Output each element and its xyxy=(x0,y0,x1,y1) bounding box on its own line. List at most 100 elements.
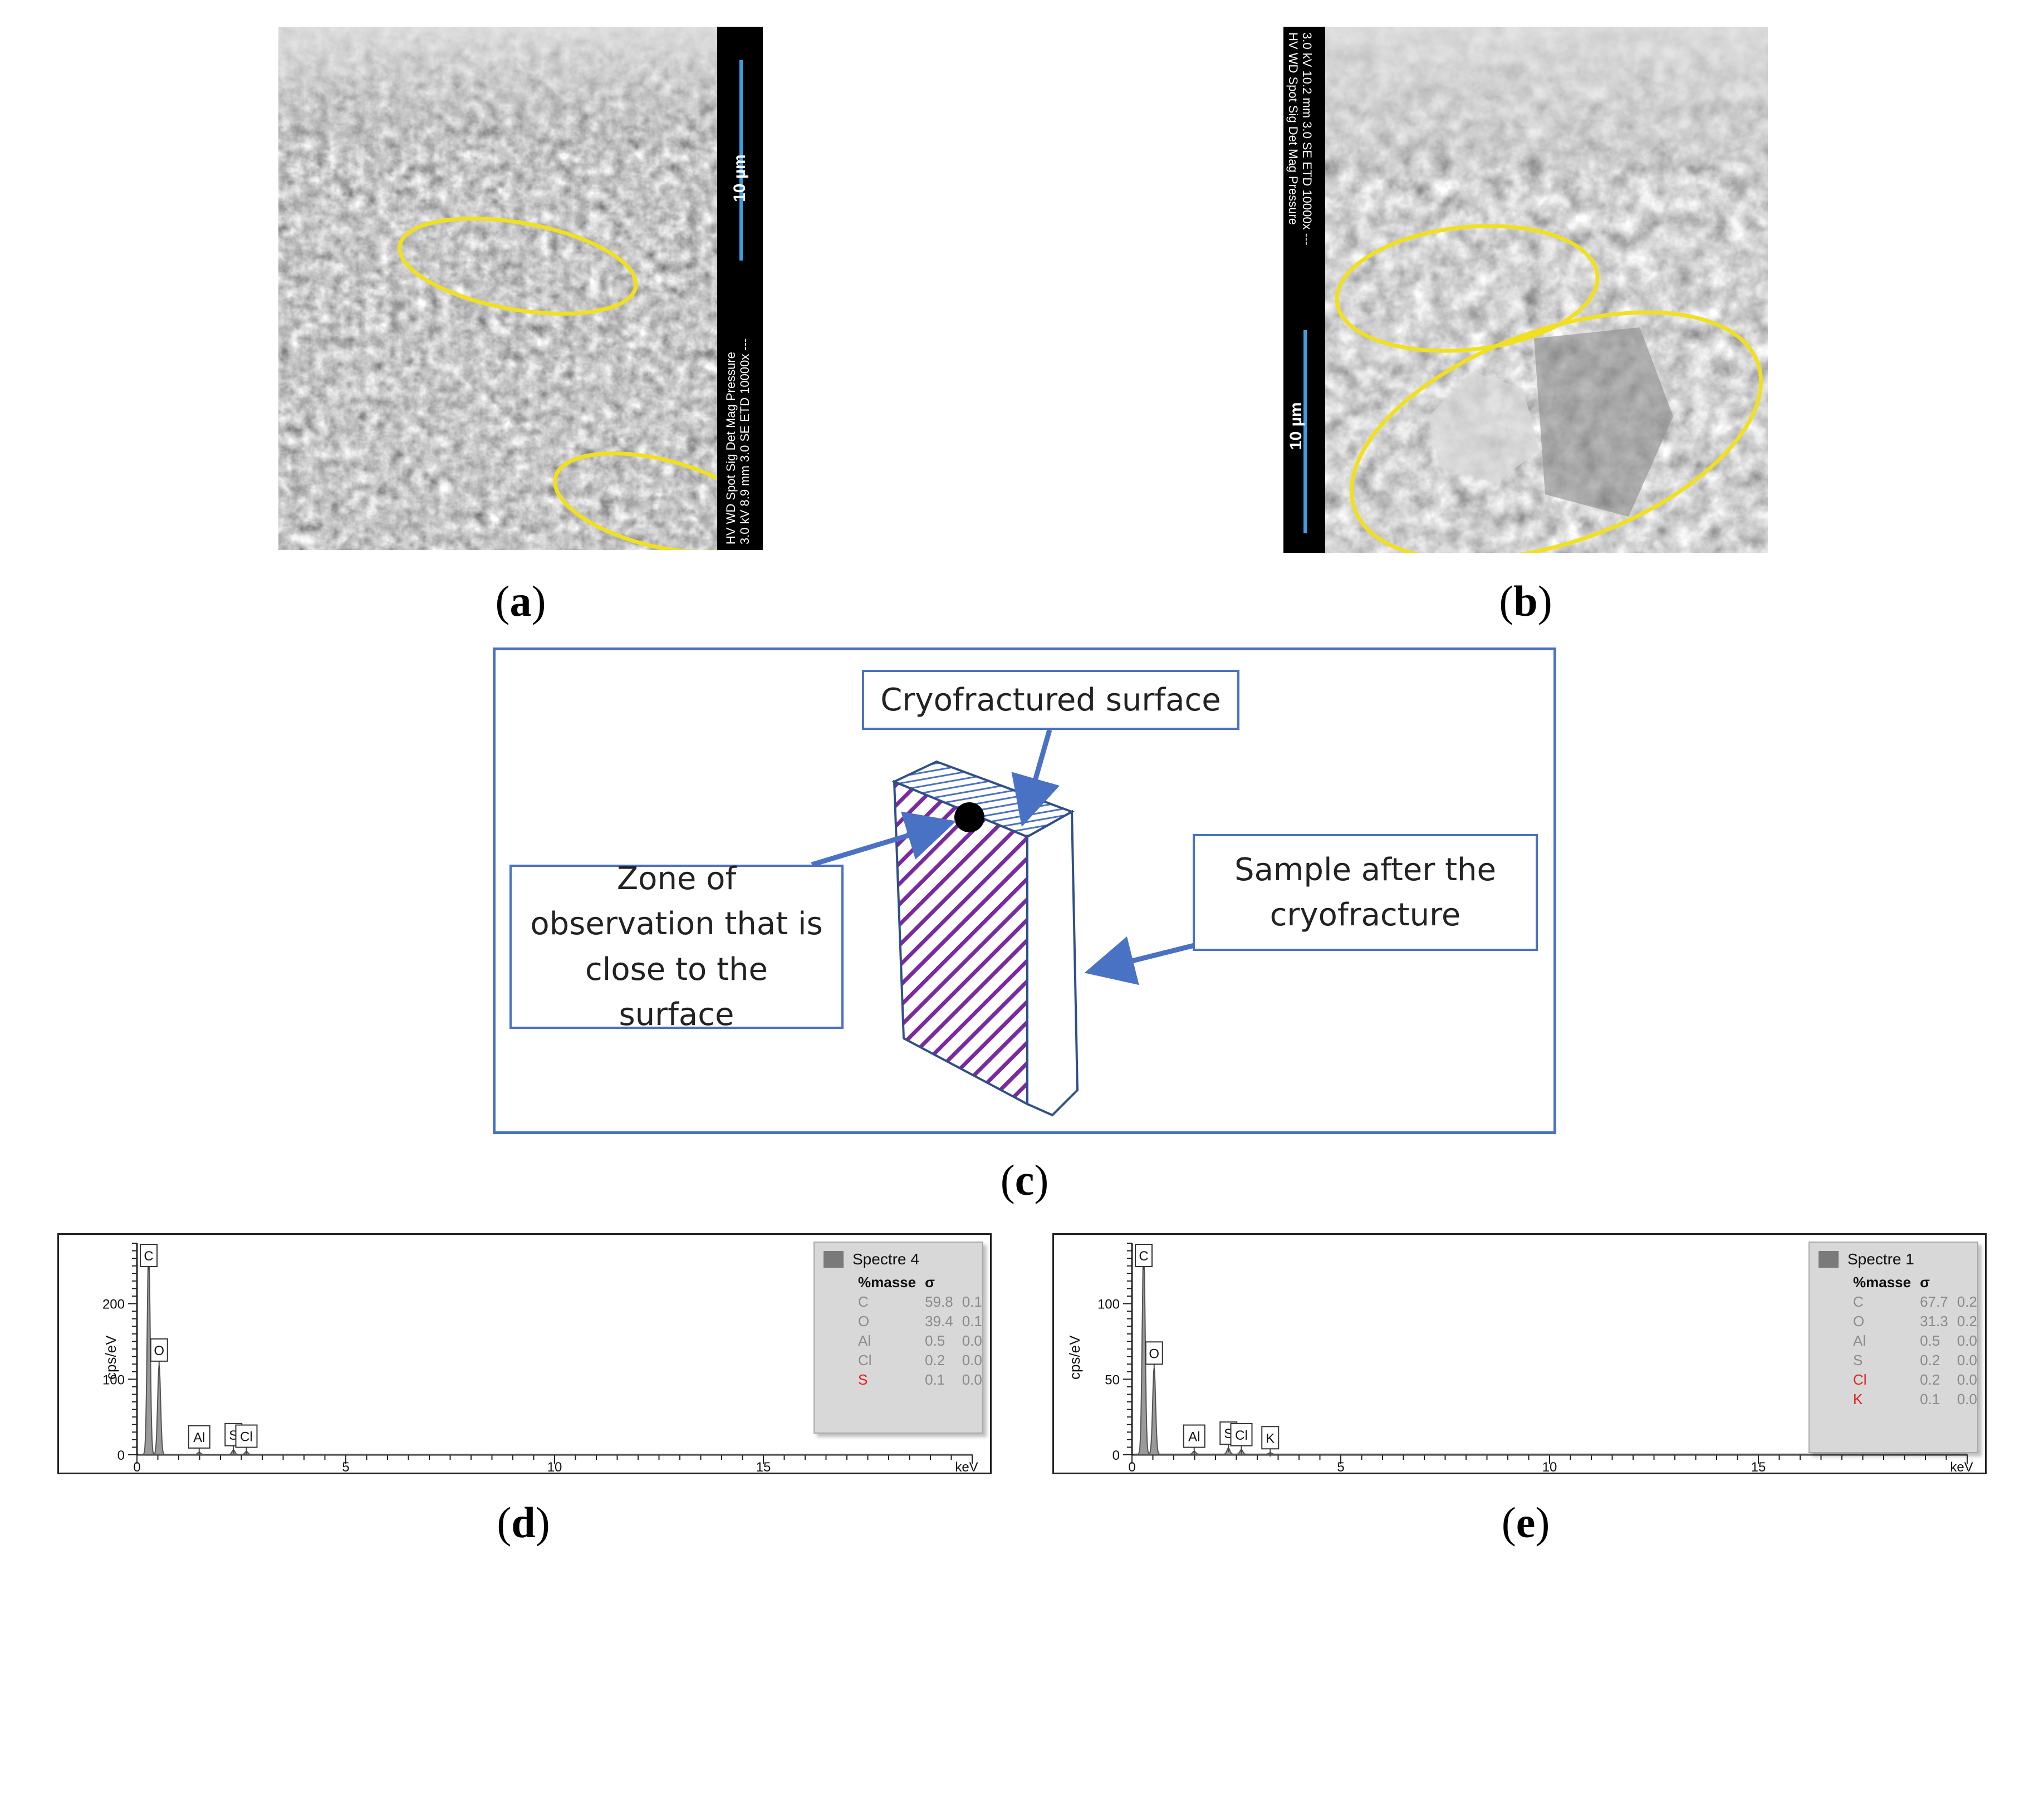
scale-label-a: 10 µm xyxy=(731,154,749,202)
legend-element: Al xyxy=(858,1332,871,1349)
y-axis-label-d: cps/eV xyxy=(102,1335,119,1380)
observation-zone-dot xyxy=(954,802,984,832)
caption-d: (d) xyxy=(497,1498,550,1547)
legend-element: S xyxy=(1853,1352,1863,1368)
caption-a: (a) xyxy=(495,577,546,625)
peak-label-box xyxy=(188,1425,210,1449)
sem-meta-a-1: HV WD Spot Sig Det Mag Pressure xyxy=(724,351,738,544)
label-observation-zone: Zone of observation that is close to the… xyxy=(509,861,844,1033)
header-masse: %masse xyxy=(1853,1274,1912,1291)
legend-mass: 39.4 xyxy=(925,1313,953,1330)
label-cryofractured-surface: Cryofractured surface xyxy=(862,670,1239,730)
legend-element: Cl xyxy=(1853,1371,1867,1388)
caption-b: (b) xyxy=(1499,577,1552,625)
caption-c: (c) xyxy=(1000,1156,1049,1204)
peak-label-text: C xyxy=(144,1249,153,1264)
x-tick-label: 15 xyxy=(756,1460,771,1473)
legend-element: S xyxy=(858,1371,868,1388)
legend-sigma: 0.0 xyxy=(1957,1371,1977,1388)
peak-label-box xyxy=(1183,1424,1205,1448)
sem-texture-b xyxy=(1283,27,1768,553)
legend-element: C xyxy=(1853,1293,1864,1310)
x-tick-label: 15 xyxy=(1751,1460,1766,1473)
peak-label-box xyxy=(150,1338,168,1362)
legend-swatch xyxy=(1819,1251,1839,1268)
y-tick-label: 0 xyxy=(117,1448,125,1463)
legend-element: O xyxy=(858,1313,870,1330)
arrow-to-surface xyxy=(1011,729,1060,827)
legend-mass: 59.8 xyxy=(925,1293,953,1310)
peak-label-text: O xyxy=(154,1343,164,1358)
y-tick-label: 100 xyxy=(1097,1297,1120,1312)
peak-label-cl: Cl xyxy=(235,1424,258,1455)
highlight-ellipse xyxy=(1335,224,1600,353)
scale-label-b: 10 µm xyxy=(1287,402,1305,450)
legend-title: Spectre 4 xyxy=(852,1250,919,1268)
legend-sigma: 0.0 xyxy=(1957,1352,1977,1368)
legend-sigma: 0.2 xyxy=(1957,1293,1977,1310)
sem-texture-a xyxy=(278,27,763,550)
x-tick-label: 10 xyxy=(1542,1460,1557,1473)
sem-image-a: 10 µm HV WD Spot Sig Det Mag Pressure 3.… xyxy=(278,27,763,550)
legend-element: O xyxy=(1853,1313,1865,1330)
peak-label-cl: Cl xyxy=(1230,1422,1253,1454)
diagram-frame: Cryofractured surface Zone of observatio… xyxy=(493,647,1556,1134)
caption-e: (e) xyxy=(1501,1498,1550,1547)
arrow-to-zone xyxy=(811,811,957,867)
x-tick-label: 5 xyxy=(1337,1460,1344,1473)
x-tick-label: 0 xyxy=(133,1460,140,1473)
y-tick-label: 50 xyxy=(1105,1372,1120,1387)
legend-sigma: 0.0 xyxy=(962,1332,982,1349)
peak-label-text: C xyxy=(1139,1249,1148,1264)
peak-label-text: Cl xyxy=(240,1430,253,1445)
peak-label-box xyxy=(1145,1341,1163,1365)
peak-label-box xyxy=(140,1244,158,1267)
legend-mass: 0.2 xyxy=(1920,1352,1940,1368)
legend-element: K xyxy=(1853,1391,1863,1407)
peak-label-text: O xyxy=(1149,1346,1159,1361)
scale-bar-a xyxy=(739,60,743,261)
legend-sigma: 0.0 xyxy=(962,1352,982,1368)
legend-row: S 0.2 0.0 xyxy=(1853,1351,1986,1370)
front-face xyxy=(893,779,1028,1106)
legend-swatch xyxy=(824,1251,844,1268)
legend-sigma: 0.0 xyxy=(1957,1332,1977,1349)
sem-meta-b-2: 3.0 kV 10.2 mm 3.0 SE ETD 10000x --- xyxy=(1300,32,1314,246)
arrow-to-sample xyxy=(1084,936,1195,985)
legend-title: Spectre 1 xyxy=(1847,1250,1914,1268)
highlight-ellipse xyxy=(398,217,638,316)
peak-label-box xyxy=(235,1424,258,1448)
sem-meta-b-1: HV WD Spot Sig Det Mag Pressure xyxy=(1286,32,1300,225)
peak-label-box xyxy=(1261,1426,1280,1450)
peak-label-o: O xyxy=(150,1338,168,1369)
scale-bar-b xyxy=(1303,330,1307,533)
legend-element: Cl xyxy=(858,1352,872,1368)
spectrum-trace xyxy=(1133,1245,1968,1455)
peak-label-text: Cl xyxy=(1235,1428,1248,1443)
peak-label-box xyxy=(1230,1422,1253,1446)
sem-meta-a-2: 3.0 kV 8.9 mm 3.0 SE ETD 10000x --- xyxy=(738,338,752,544)
sample-diagram xyxy=(811,729,1195,1117)
spectrum-trace xyxy=(138,1247,974,1455)
legend-mass: 0.5 xyxy=(925,1332,945,1349)
y-tick-label: 100 xyxy=(102,1372,125,1387)
sem-image-b: 10 µm HV WD Spot Sig Det Mag Pressure 3.… xyxy=(1283,27,1768,553)
x-axis-label: keV xyxy=(1950,1460,1973,1473)
legend-mass: 0.5 xyxy=(1920,1332,1940,1349)
legend-sigma: 0.0 xyxy=(962,1371,982,1388)
legend-element: Al xyxy=(1853,1332,1866,1349)
